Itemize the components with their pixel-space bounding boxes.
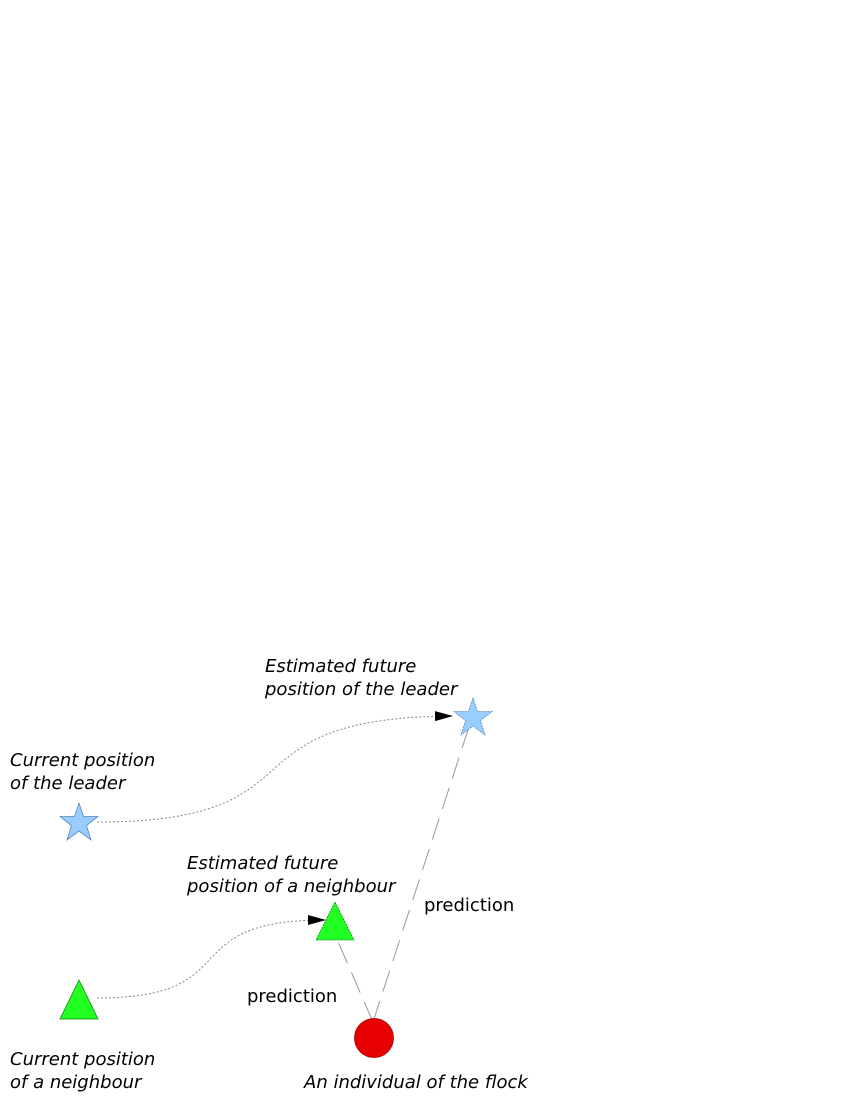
label-leader-future: Estimated future position of the leader [265, 655, 457, 701]
leader-trajectory [96, 711, 453, 823]
label-leader-current-line1: Current position [10, 750, 156, 771]
label-leader-current-line2: of the leader [10, 773, 126, 794]
prediction-line-leader [372, 726, 470, 1023]
label-neighbour-current-line2: of a neighbour [10, 1072, 142, 1093]
label-neighbour-current-line1: Current position [10, 1049, 156, 1070]
leader-future-star [452, 696, 494, 737]
individual-circle [354, 1018, 394, 1058]
label-neighbour-future: Estimated future position of a neighbour [187, 852, 395, 898]
label-neighbour-future-line2: position of a neighbour [187, 876, 396, 897]
neighbour-current-triangle [59, 979, 99, 1020]
leader-current-star [58, 801, 100, 842]
label-prediction-leader: prediction [424, 895, 515, 916]
neighbour-future-triangle [315, 901, 355, 941]
label-neighbour-current: Current position of a neighbour [10, 1048, 155, 1094]
label-individual: An individual of the flock [304, 1072, 528, 1093]
label-neighbour-future-line1: Estimated future [187, 853, 339, 874]
label-prediction-neighbour: prediction [247, 986, 338, 1007]
label-leader-future-line1: Estimated future [265, 656, 417, 677]
label-leader-future-line2: position of the leader [265, 679, 458, 700]
neighbour-trajectory [96, 915, 326, 999]
label-leader-current: Current position of the leader [10, 749, 155, 795]
prediction-line-neighbour [335, 936, 374, 1023]
